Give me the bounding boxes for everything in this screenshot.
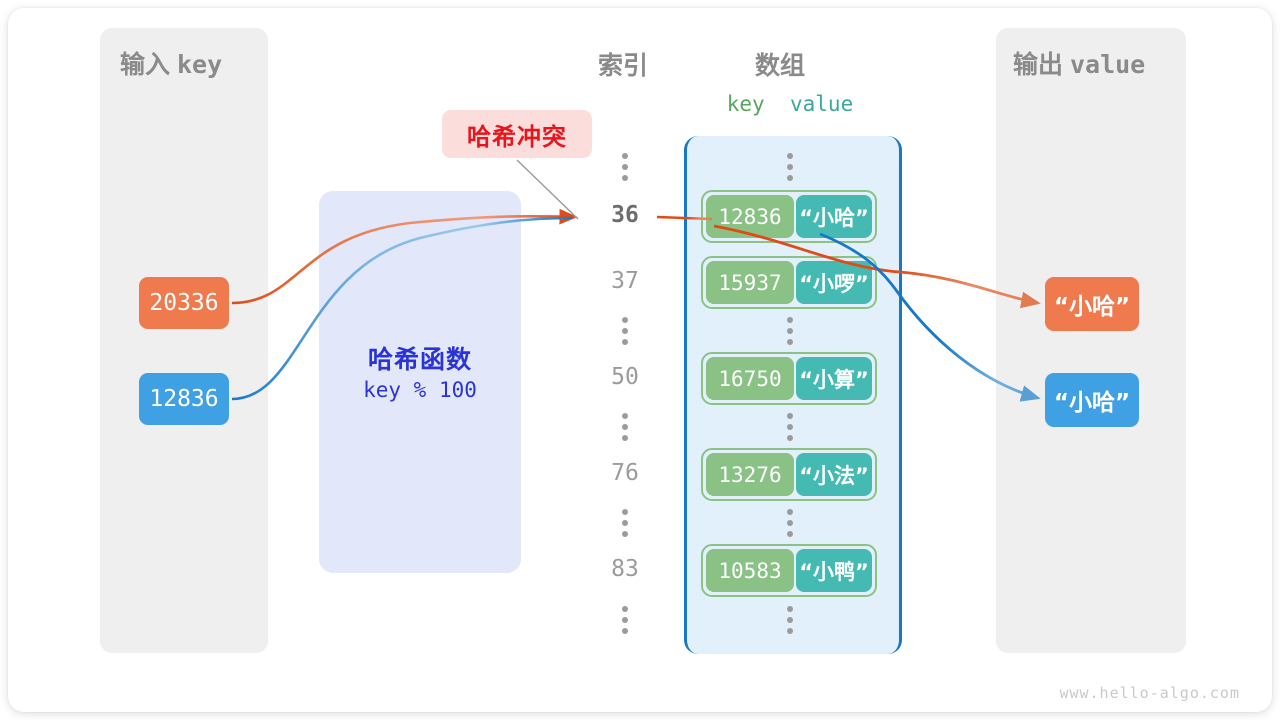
input-key-panel <box>100 28 268 653</box>
value-header-label: value <box>790 92 854 116</box>
bucket-key-36: 12836 <box>706 195 794 238</box>
bucket-value-50: “小算” <box>796 357 872 400</box>
index-ellipsis <box>622 509 628 537</box>
input-panel-title: 输入 key <box>120 45 222 81</box>
key-value-header: key value <box>684 92 896 116</box>
key-header-label: key <box>726 92 765 116</box>
output-value-1: “小哈” <box>1045 373 1139 427</box>
index-ellipsis <box>622 413 628 441</box>
bucket-value-83: “小鸭” <box>796 549 872 592</box>
bucket-36: 12836“小哈” <box>701 190 877 243</box>
bucket-key-37: 15937 <box>706 261 794 304</box>
index-label-36: 36 <box>611 202 639 228</box>
array-ellipsis <box>787 509 793 537</box>
input-key-1: 12836 <box>139 373 229 425</box>
hash-collision-callout: 哈希冲突 <box>442 110 592 158</box>
bucket-76: 13276“小法” <box>701 448 877 501</box>
array-column-heading: 数组 <box>755 52 806 80</box>
bucket-83: 10583“小鸭” <box>701 544 877 597</box>
index-label-76: 76 <box>611 460 639 486</box>
array-ellipsis <box>787 606 793 634</box>
index-label-50: 50 <box>611 364 639 390</box>
input-panel-title-cjk: 输入 <box>120 51 171 79</box>
output-panel-title-cjk: 输出 <box>1013 51 1064 79</box>
output-value-panel <box>996 28 1186 653</box>
output-panel-title: 输出 value <box>1013 45 1145 81</box>
output-panel-title-mono: value <box>1069 50 1146 79</box>
hash-function-name: 哈希函数 <box>367 346 472 374</box>
index-ellipsis <box>622 317 628 345</box>
bucket-key-76: 13276 <box>706 453 794 496</box>
bucket-value-76: “小法” <box>796 453 872 496</box>
array-ellipsis <box>787 153 793 181</box>
bucket-value-36: “小哈” <box>796 195 872 238</box>
index-label-37: 37 <box>611 268 639 294</box>
bucket-value-37: “小啰” <box>796 261 872 304</box>
index-column-heading: 索引 <box>598 52 649 80</box>
hash-function-expression: key % 100 <box>363 378 477 402</box>
bucket-50: 16750“小算” <box>701 352 877 405</box>
array-ellipsis <box>787 413 793 441</box>
bucket-key-50: 16750 <box>706 357 794 400</box>
bucket-37: 15937“小啰” <box>701 256 877 309</box>
index-ellipsis <box>622 606 628 634</box>
index-ellipsis <box>622 153 628 181</box>
site-watermark: www.hello-algo.com <box>1059 684 1240 702</box>
array-ellipsis <box>787 317 793 345</box>
input-key-0: 20336 <box>139 277 229 329</box>
output-value-0: “小哈” <box>1045 277 1139 331</box>
index-label-83: 83 <box>611 556 639 582</box>
bucket-key-83: 10583 <box>706 549 794 592</box>
input-panel-title-mono: key <box>176 50 223 79</box>
